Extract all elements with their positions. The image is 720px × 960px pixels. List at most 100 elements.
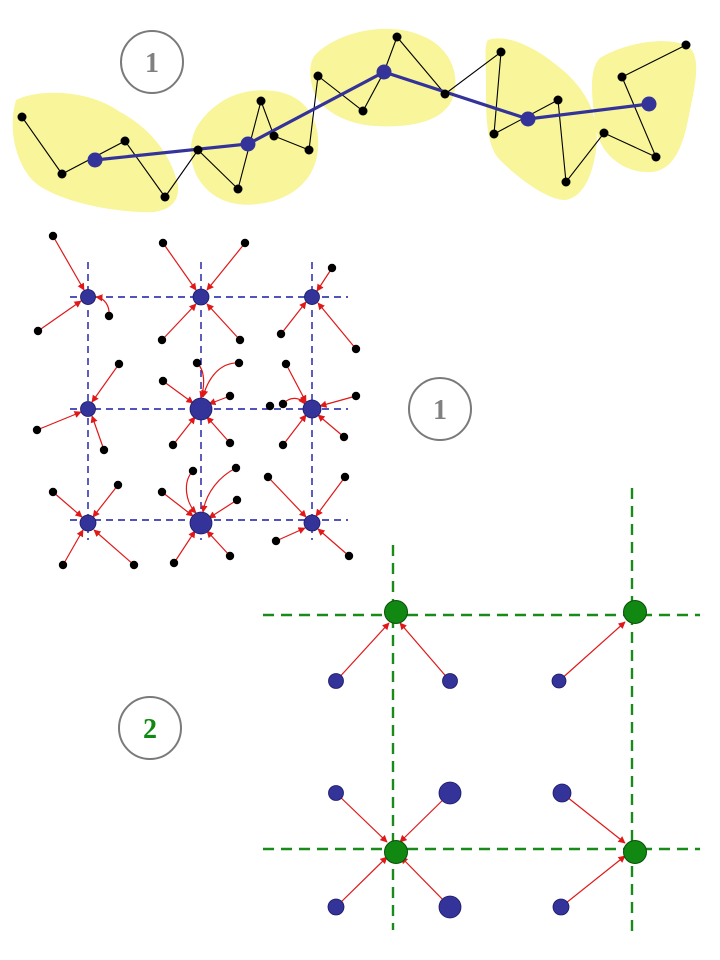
coarse-node — [438, 895, 462, 919]
arrow — [173, 530, 196, 564]
step-badge-bottom: 2 — [118, 696, 182, 760]
aggregation-arrows — [36, 235, 357, 566]
arrow — [62, 529, 84, 566]
arrow — [92, 484, 119, 518]
arrow — [399, 622, 451, 682]
level2-blue-nodes — [327, 673, 572, 919]
arrow — [317, 528, 350, 557]
arrow — [161, 303, 197, 341]
fine-node — [225, 391, 235, 401]
arrow — [267, 476, 307, 518]
arrow — [316, 267, 333, 292]
badge-label: 2 — [143, 714, 157, 745]
fine-node — [617, 72, 627, 82]
arrow — [206, 416, 231, 444]
arrow — [172, 416, 196, 446]
fine-node — [235, 335, 245, 345]
arrow — [561, 792, 626, 844]
arrow — [315, 476, 346, 517]
fine-node — [114, 359, 124, 369]
arrow — [201, 362, 240, 398]
step-badge-middle: 1 — [408, 377, 472, 441]
badge-label: 1 — [145, 48, 159, 79]
coarse-node — [438, 781, 462, 805]
coarse-node — [328, 785, 344, 801]
fine-node — [265, 401, 275, 411]
arrow — [285, 363, 307, 403]
fine-node — [340, 472, 350, 482]
fine-node — [120, 136, 130, 146]
fine-node — [160, 192, 170, 202]
arrow — [196, 362, 207, 399]
panel-grid-aggregation: 1 — [32, 231, 472, 570]
fine-node — [157, 335, 167, 345]
fine-node — [104, 311, 114, 321]
coarse-node — [79, 514, 97, 532]
fine-node — [232, 495, 242, 505]
arrow — [399, 792, 451, 843]
arrow — [161, 491, 194, 517]
fine-node — [113, 480, 123, 490]
coarse-node — [327, 898, 345, 916]
fine-node — [339, 432, 349, 442]
fine-node — [32, 425, 42, 435]
fine-node — [351, 391, 361, 401]
coarse-node — [240, 136, 256, 152]
fine-node — [681, 40, 691, 50]
fine-node — [188, 466, 198, 476]
arrow — [206, 242, 246, 291]
green-node — [384, 840, 408, 864]
fine-node — [192, 358, 202, 368]
arrow — [335, 856, 388, 908]
arrow — [317, 414, 345, 438]
coarse-node — [641, 96, 657, 112]
coarse-node — [376, 64, 392, 80]
fine-node — [231, 463, 241, 473]
fine-node — [99, 445, 109, 455]
fine-node — [129, 560, 139, 570]
green-grid-lines — [263, 488, 700, 935]
fine-node — [271, 536, 281, 546]
fine-node — [281, 359, 291, 369]
fine-node — [392, 32, 402, 42]
coarse-node — [80, 401, 96, 417]
arrow — [200, 467, 237, 513]
grid-fine-nodes — [32, 231, 361, 570]
fine-node — [48, 231, 58, 241]
fine-node — [233, 184, 243, 194]
coarse-node — [189, 397, 213, 421]
coarse-node — [551, 673, 567, 689]
coarse-node — [304, 289, 320, 305]
arrow — [185, 470, 197, 514]
fine-node — [440, 89, 450, 99]
fine-node — [240, 238, 250, 248]
fine-node — [304, 145, 314, 155]
arrow — [52, 235, 85, 291]
fine-node — [553, 95, 563, 105]
fine-node — [225, 438, 235, 448]
coarse-node — [303, 514, 321, 532]
fine-node — [263, 472, 273, 482]
coarse-node — [302, 399, 322, 419]
arrow — [206, 303, 241, 341]
arrow — [280, 301, 307, 335]
arrow — [335, 622, 390, 682]
fine-path-edges — [21, 35, 687, 198]
cluster-blobs — [12, 28, 697, 213]
coarse-path-nodes — [87, 64, 657, 168]
fine-node — [57, 169, 67, 179]
level2-arrows — [335, 621, 626, 908]
arrow — [335, 792, 388, 843]
coarse-node — [189, 511, 213, 535]
fine-node — [158, 376, 168, 386]
arrow — [317, 302, 357, 350]
badge-circle — [118, 696, 182, 760]
coarse-node — [520, 111, 536, 127]
arrow — [162, 380, 194, 404]
badge-label: 1 — [433, 395, 447, 426]
fine-node — [278, 440, 288, 450]
fine-node — [344, 551, 354, 561]
arrow — [558, 621, 626, 682]
coarse-node — [192, 288, 210, 306]
